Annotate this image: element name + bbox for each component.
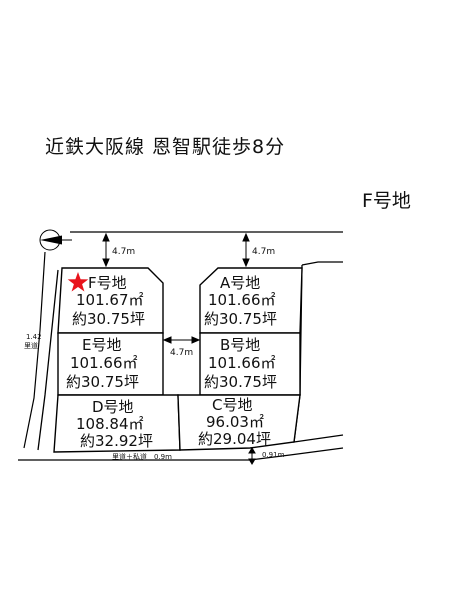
left-path-width-label: 1.42 — [26, 333, 42, 341]
lot-e-area: 101.66㎡ — [70, 354, 138, 372]
page-headline: 近鉄大阪線 恩智駅徒歩8分 — [45, 136, 286, 158]
road-width-right-label: 4.7m — [252, 247, 275, 257]
lot-b-tsubo: 約30.75坪 — [204, 373, 277, 391]
lot-b-outline[interactable] — [199, 332, 301, 396]
lot-f-tsubo: 約30.75坪 — [72, 310, 145, 328]
lot-e-outline[interactable] — [57, 332, 164, 396]
lot-f-area: 101.67㎡ — [76, 291, 144, 309]
bottom-right-width-label: 0.91m — [262, 451, 285, 459]
lot-c-name: C号地 — [212, 396, 252, 414]
left-path-edge — [23, 251, 46, 449]
lot-a-area: 101.66㎡ — [208, 291, 276, 309]
lot-identifier: F号地 — [362, 190, 411, 212]
highlight-star-icon — [67, 272, 89, 292]
road-width-middle-label: 4.7m — [170, 348, 193, 358]
lot-c-outline[interactable] — [177, 394, 301, 451]
lot-c-tsubo: 約29.04坪 — [198, 430, 271, 448]
lot-b-area: 101.66㎡ — [208, 354, 276, 372]
lot-d-area: 108.84㎡ — [76, 415, 144, 433]
lot-b-name: B号地 — [220, 336, 260, 354]
lot-d-name: D号地 — [92, 398, 134, 416]
lot-a-name: A号地 — [220, 274, 260, 292]
lot-f-name: F号地 — [88, 274, 127, 292]
lot-d-tsubo: 約32.92坪 — [80, 432, 153, 450]
site-boundary-right-top — [301, 261, 343, 266]
lot-e-name: E号地 — [82, 336, 121, 354]
left-path-name-label: 里道 — [24, 341, 38, 350]
north-arrow-icon — [39, 229, 72, 251]
bottom-path-label: 里道＋私道 0.9m — [112, 452, 172, 461]
site-boundary-left — [37, 269, 59, 451]
road-width-left-label: 4.7m — [112, 247, 135, 257]
lot-f-outline[interactable] — [57, 267, 164, 334]
lot-c-area: 96.03㎡ — [206, 413, 264, 431]
lot-e-tsubo: 約30.75坪 — [66, 373, 139, 391]
bottom-path-edge — [18, 447, 344, 461]
dimension-arrows — [102, 232, 256, 465]
lot-a-tsubo: 約30.75坪 — [204, 310, 277, 328]
